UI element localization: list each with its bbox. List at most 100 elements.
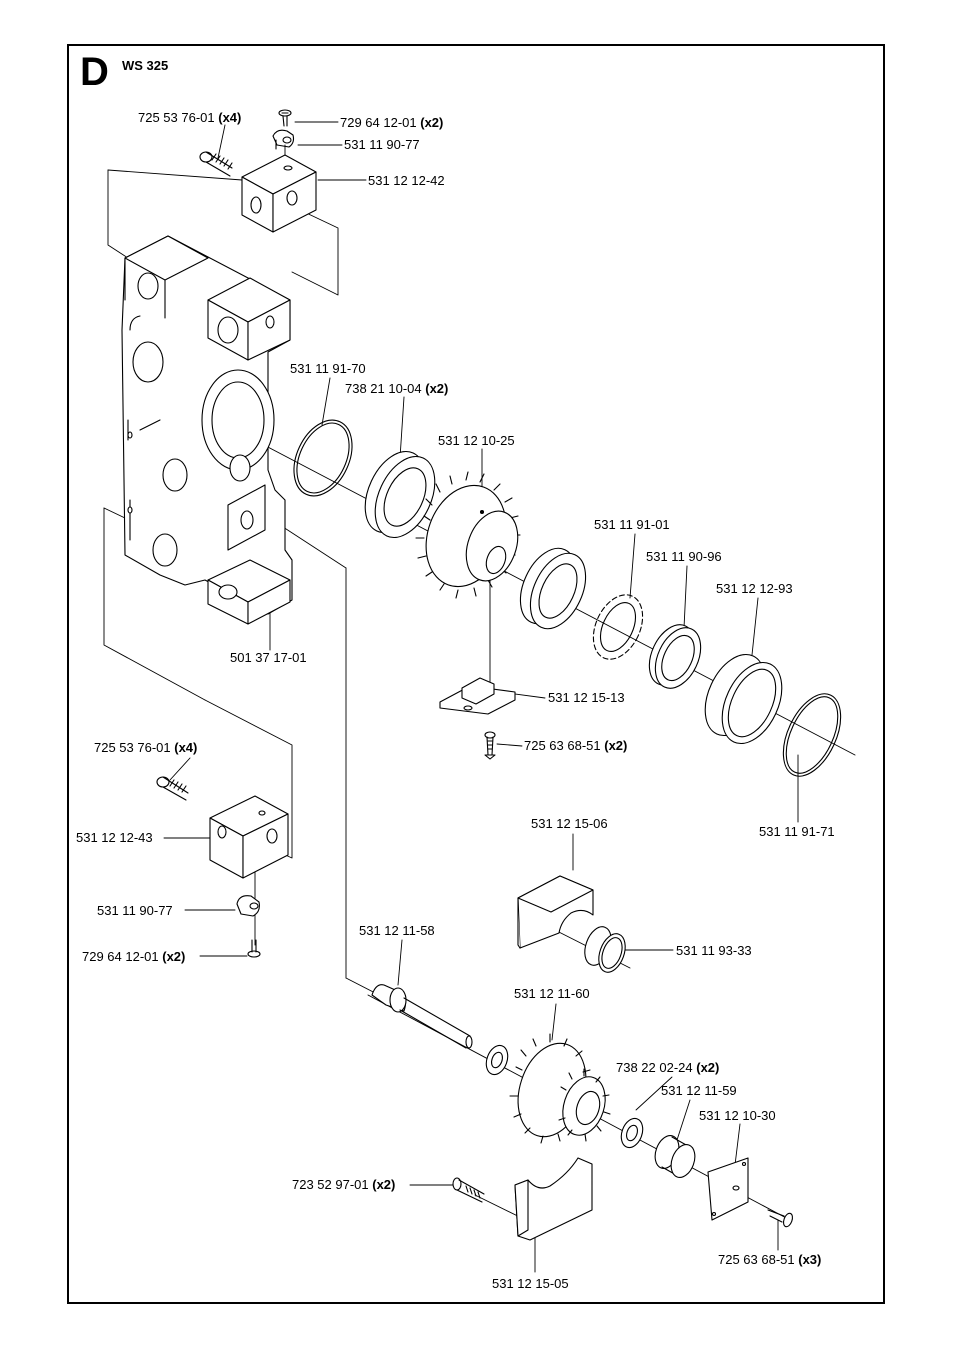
part-number: 729 64 12-01 bbox=[82, 949, 159, 964]
part-number: 725 53 76-01 bbox=[138, 110, 215, 125]
part-729-64-12-01-bottom bbox=[247, 939, 261, 958]
part-723-52-97-01 bbox=[452, 1177, 485, 1203]
label-738-22-02-24: 738 22 02-24 (x2) bbox=[616, 1061, 719, 1074]
label-725-63-68-51-x2: 725 63 68-51 (x2) bbox=[524, 739, 627, 752]
part-number: 531 11 91-70 bbox=[290, 361, 366, 376]
part-qty: (x2) bbox=[604, 738, 628, 753]
part-738-21-10-04-b bbox=[519, 547, 587, 630]
part-number: 531 12 10-25 bbox=[438, 433, 515, 448]
label-531-11-90-77-top: 531 11 90-77 bbox=[344, 138, 420, 151]
part-531-12-12-42 bbox=[241, 154, 317, 233]
part-number: 531 12 15-05 bbox=[492, 1276, 569, 1291]
part-number: 501 37 17-01 bbox=[230, 650, 307, 665]
label-531-11-91-70: 531 11 91-70 bbox=[290, 362, 366, 375]
label-501-37-17-01: 501 37 17-01 bbox=[230, 651, 307, 664]
label-729-64-12-01-bottom: 729 64 12-01 (x2) bbox=[82, 950, 185, 963]
part-number: 531 11 91-01 bbox=[594, 517, 670, 532]
part-725-63-68-51-b bbox=[767, 1209, 794, 1228]
label-725-53-76-01-bottom: 725 53 76-01 (x4) bbox=[94, 741, 197, 754]
drawing-frame bbox=[67, 44, 885, 1304]
part-531-12-15-13 bbox=[439, 677, 516, 715]
part-738-22-02-24-a bbox=[485, 1044, 509, 1076]
label-531-12-11-60: 531 12 11-60 bbox=[514, 987, 590, 1000]
part-number: 725 63 68-51 bbox=[524, 738, 601, 753]
part-725-63-68-51-a bbox=[484, 731, 496, 760]
label-531-12-12-42: 531 12 12-42 bbox=[368, 174, 445, 187]
part-531-12-12-93 bbox=[704, 653, 783, 745]
part-qty: (x4) bbox=[174, 740, 198, 755]
part-number: 531 12 11-59 bbox=[661, 1083, 737, 1098]
part-number: 738 21 10-04 bbox=[345, 381, 422, 396]
part-531-12-15-05 bbox=[514, 1157, 593, 1241]
label-725-63-68-51-x3: 725 63 68-51 (x3) bbox=[718, 1253, 821, 1266]
part-number: 531 11 90-77 bbox=[97, 903, 173, 918]
part-number: 725 53 76-01 bbox=[94, 740, 171, 755]
label-531-11-93-33: 531 11 93-33 bbox=[676, 944, 752, 957]
part-725-53-76-01-top bbox=[199, 151, 233, 177]
part-number: 725 63 68-51 bbox=[718, 1252, 795, 1267]
part-number: 531 12 11-60 bbox=[514, 986, 590, 1001]
part-531-11-91-71 bbox=[782, 693, 842, 777]
label-531-11-90-96: 531 11 90-96 bbox=[646, 550, 722, 563]
part-number: 738 22 02-24 bbox=[616, 1060, 693, 1075]
label-723-52-97-01: 723 52 97-01 (x2) bbox=[292, 1178, 395, 1191]
label-531-11-90-77-bottom: 531 11 90-77 bbox=[97, 904, 173, 917]
label-725-53-76-01-top: 725 53 76-01 (x4) bbox=[138, 111, 241, 124]
part-531-11-90-77-top bbox=[272, 129, 295, 150]
part-number: 531 12 15-13 bbox=[548, 690, 625, 705]
label-531-12-12-93: 531 12 12-93 bbox=[716, 582, 793, 595]
part-531-12-10-25 bbox=[415, 471, 521, 599]
label-738-21-10-04: 738 21 10-04 (x2) bbox=[345, 382, 448, 395]
reference-planes bbox=[103, 169, 339, 859]
section-letter: D bbox=[80, 50, 109, 94]
part-qty: (x3) bbox=[798, 1252, 822, 1267]
part-qty: (x2) bbox=[162, 949, 186, 964]
part-number: 531 12 12-93 bbox=[716, 581, 793, 596]
part-531-12-12-43 bbox=[209, 795, 289, 879]
part-qty: (x2) bbox=[420, 115, 444, 130]
label-531-12-11-58: 531 12 11-58 bbox=[359, 924, 435, 937]
part-number: 531 12 12-43 bbox=[76, 830, 153, 845]
part-number: 531 11 91-71 bbox=[759, 824, 835, 839]
label-531-12-15-06: 531 12 15-06 bbox=[531, 817, 608, 830]
part-housing bbox=[121, 235, 293, 625]
part-qty: (x4) bbox=[218, 110, 242, 125]
part-531-11-90-96 bbox=[648, 624, 702, 689]
part-number: 531 11 90-96 bbox=[646, 549, 722, 564]
part-531-12-11-58 bbox=[371, 984, 473, 1049]
part-725-53-76-01-bottom bbox=[156, 776, 189, 801]
model-name: WS 325 bbox=[122, 58, 169, 73]
part-531-11-91-70 bbox=[293, 419, 353, 497]
part-number: 531 12 12-42 bbox=[368, 173, 445, 188]
part-531-12-11-59 bbox=[654, 1135, 696, 1178]
part-number: 723 52 97-01 bbox=[292, 1177, 369, 1192]
part-738-21-10-04-a bbox=[364, 450, 436, 539]
label-729-64-12-01-top: 729 64 12-01 (x2) bbox=[340, 116, 443, 129]
label-531-12-10-30: 531 12 10-30 bbox=[699, 1109, 776, 1122]
label-531-12-15-13: 531 12 15-13 bbox=[548, 691, 625, 704]
part-531-12-15-06 bbox=[517, 875, 594, 949]
part-738-22-02-24-b bbox=[620, 1117, 644, 1149]
part-qty: (x2) bbox=[372, 1177, 396, 1192]
part-number: 729 64 12-01 bbox=[340, 115, 417, 130]
part-531-11-91-01 bbox=[592, 594, 644, 660]
label-531-12-11-59: 531 12 11-59 bbox=[661, 1084, 737, 1097]
part-number: 531 11 90-77 bbox=[344, 137, 420, 152]
label-531-11-91-71: 531 11 91-71 bbox=[759, 825, 835, 838]
label-531-12-15-05: 531 12 15-05 bbox=[492, 1277, 569, 1290]
part-531-11-90-77-bottom bbox=[236, 895, 260, 917]
part-number: 531 12 11-58 bbox=[359, 923, 435, 938]
part-531-12-10-30 bbox=[707, 1157, 749, 1221]
part-qty: (x2) bbox=[696, 1060, 720, 1075]
label-531-11-91-01: 531 11 91-01 bbox=[594, 518, 670, 531]
part-number: 531 12 10-30 bbox=[699, 1108, 776, 1123]
label-531-12-10-25: 531 12 10-25 bbox=[438, 434, 515, 447]
part-number: 531 11 93-33 bbox=[676, 943, 752, 958]
part-531-11-93-33 bbox=[584, 926, 626, 973]
part-qty: (x2) bbox=[425, 381, 449, 396]
part-531-12-11-60 bbox=[509, 1033, 611, 1144]
label-531-12-12-43: 531 12 12-43 bbox=[76, 831, 153, 844]
part-729-64-12-01-top bbox=[278, 109, 292, 127]
part-number: 531 12 15-06 bbox=[531, 816, 608, 831]
